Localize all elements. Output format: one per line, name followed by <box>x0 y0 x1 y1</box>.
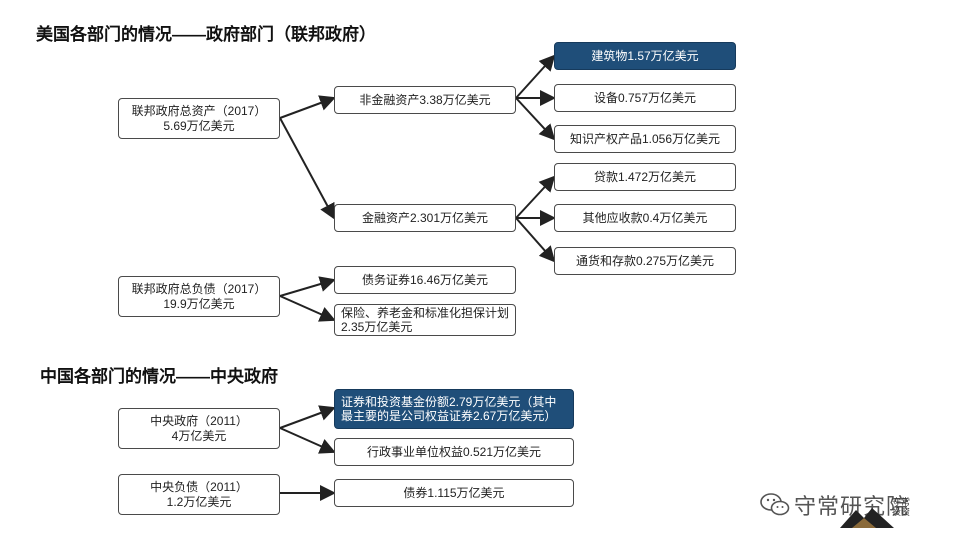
us-total-assets-value: 5.69万亿美元 <box>163 118 235 133</box>
china-central-gov-value: 4万亿美元 <box>171 428 227 443</box>
brand-seal: 守常 投资 <box>892 497 911 517</box>
us-loans-node: 贷款1.472万亿美元 <box>554 163 736 191</box>
china-central-debt-node: 中央负债（2011） 1.2万亿美元 <box>118 474 280 515</box>
us-total-liabilities-value: 19.9万亿美元 <box>163 296 235 311</box>
us-ip-products-node: 知识产权产品1.056万亿美元 <box>554 125 736 153</box>
china-section-heading: 中国各部门的情况——中央政府 <box>40 367 278 386</box>
us-insurance-pension-node: 保险、养老金和标准化担保计划2.35万亿美元 <box>334 304 516 336</box>
us-debt-securities-node: 债务证券16.46万亿美元 <box>334 266 516 294</box>
brand-watermark: 守常研究院 守常 投资 <box>760 480 950 530</box>
china-central-gov-node: 中央政府（2011） 4万亿美元 <box>118 408 280 449</box>
china-admin-units-equity-node: 行政事业单位权益0.521万亿美元 <box>334 438 574 466</box>
us-other-receivables-node: 其他应收款0.4万亿美元 <box>554 204 736 232</box>
us-currency-deposits-node: 通货和存款0.275万亿美元 <box>554 247 736 275</box>
china-central-gov-title: 中央政府（2011） <box>150 414 248 429</box>
china-central-debt-title: 中央负债（2011） <box>150 480 248 495</box>
us-buildings-node: 建筑物1.57万亿美元 <box>554 42 736 70</box>
us-total-assets-node: 联邦政府总资产（2017） 5.69万亿美元 <box>118 98 280 139</box>
us-section-heading: 美国各部门的情况——政府部门（联邦政府） <box>36 25 376 44</box>
china-central-debt-value: 1.2万亿美元 <box>166 494 232 509</box>
us-equipment-node: 设备0.757万亿美元 <box>554 84 736 112</box>
wechat-icon <box>760 493 790 516</box>
us-total-liabilities-title: 联邦政府总负债（2017） <box>131 282 267 297</box>
us-total-assets-title: 联邦政府总资产（2017） <box>131 104 267 119</box>
us-total-liabilities-node: 联邦政府总负债（2017） 19.9万亿美元 <box>118 276 280 317</box>
us-financial-assets-node: 金融资产2.301万亿美元 <box>334 204 516 232</box>
mountain-logo-icon <box>840 508 894 528</box>
us-nonfinancial-assets-node: 非金融资产3.38万亿美元 <box>334 86 516 114</box>
china-bonds-node: 债券1.115万亿美元 <box>334 479 574 507</box>
china-securities-funds-node: 证券和投资基金份额2.79万亿美元（其中最主要的是公司权益证券2.67万亿美元） <box>334 389 574 429</box>
